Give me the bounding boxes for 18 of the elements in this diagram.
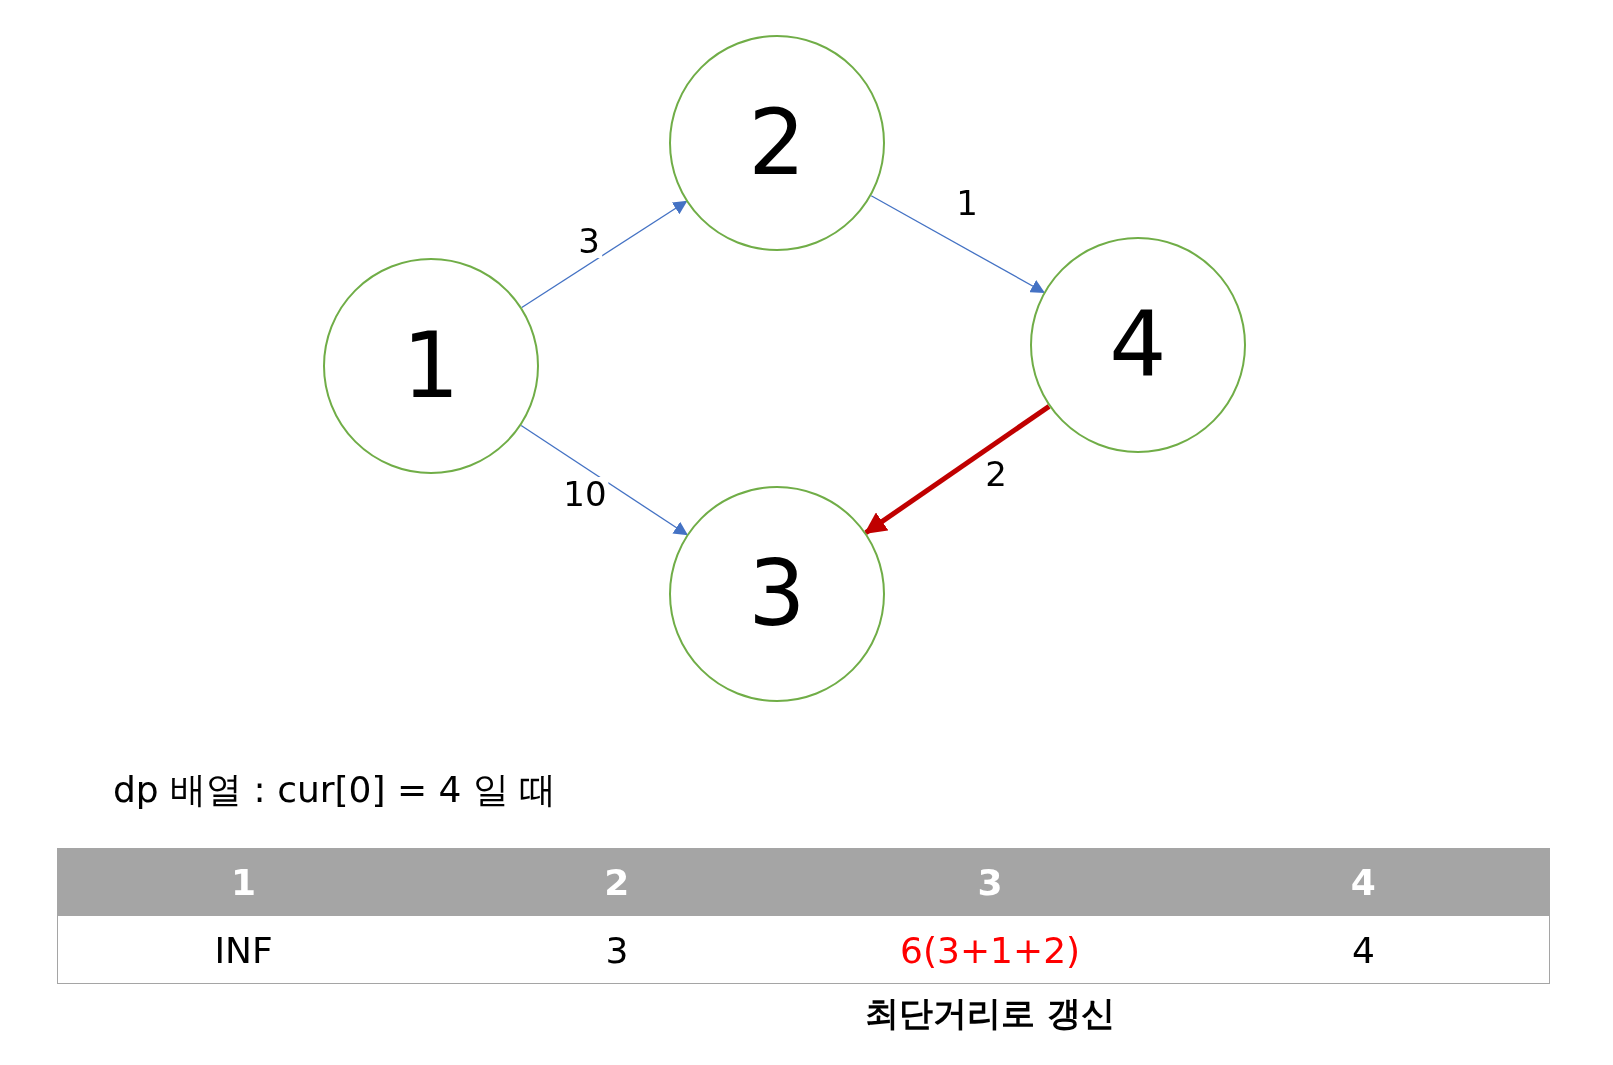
- column-header: 1: [230, 860, 258, 905]
- circle-node: 3: [669, 486, 885, 702]
- circle-node: 1: [323, 258, 539, 474]
- table-value: 4: [1350, 928, 1376, 973]
- column-header: 4: [1349, 860, 1377, 905]
- column-header: 2: [603, 860, 631, 905]
- table-value: 6(3+1+2): [899, 928, 1082, 973]
- arrow: [521, 200, 688, 309]
- column-header: 3: [976, 860, 1004, 905]
- circle-node: 4: [1030, 237, 1246, 453]
- note-text: 최단거리로 갱신: [864, 993, 1116, 1034]
- table-value: 3: [604, 928, 630, 973]
- caption-text: dp 배열 : cur[0] = 4 일 때: [113, 768, 557, 812]
- arrow: [864, 404, 1051, 535]
- table-value: INF: [213, 928, 274, 973]
- circle-node: 2: [669, 35, 885, 251]
- arrow: [870, 195, 1045, 293]
- arrow: [520, 424, 688, 536]
